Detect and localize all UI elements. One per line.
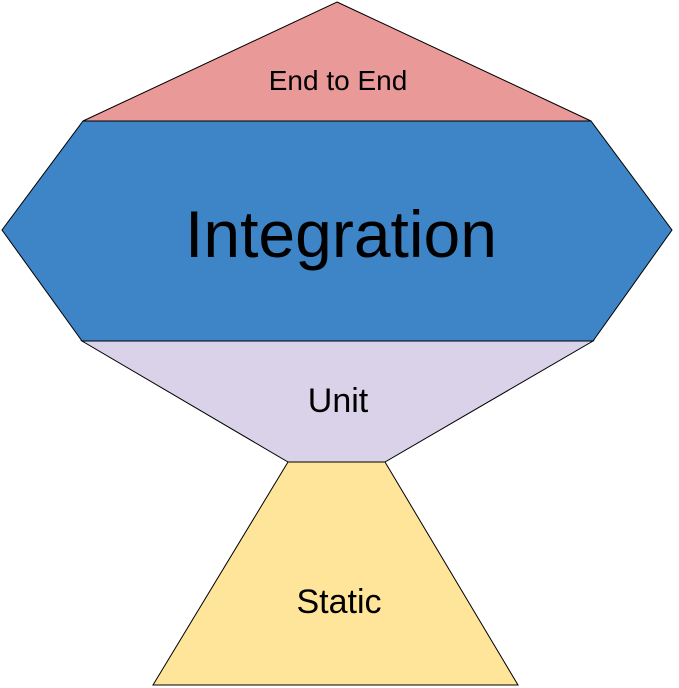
end-to-end-shape — [82, 1, 592, 122]
unit-label: Unit — [308, 382, 369, 420]
static-label: Static — [296, 583, 381, 621]
static-shape — [152, 461, 519, 686]
end-to-end-label: End to End — [269, 65, 408, 96]
integration-label: Integration — [185, 197, 497, 271]
